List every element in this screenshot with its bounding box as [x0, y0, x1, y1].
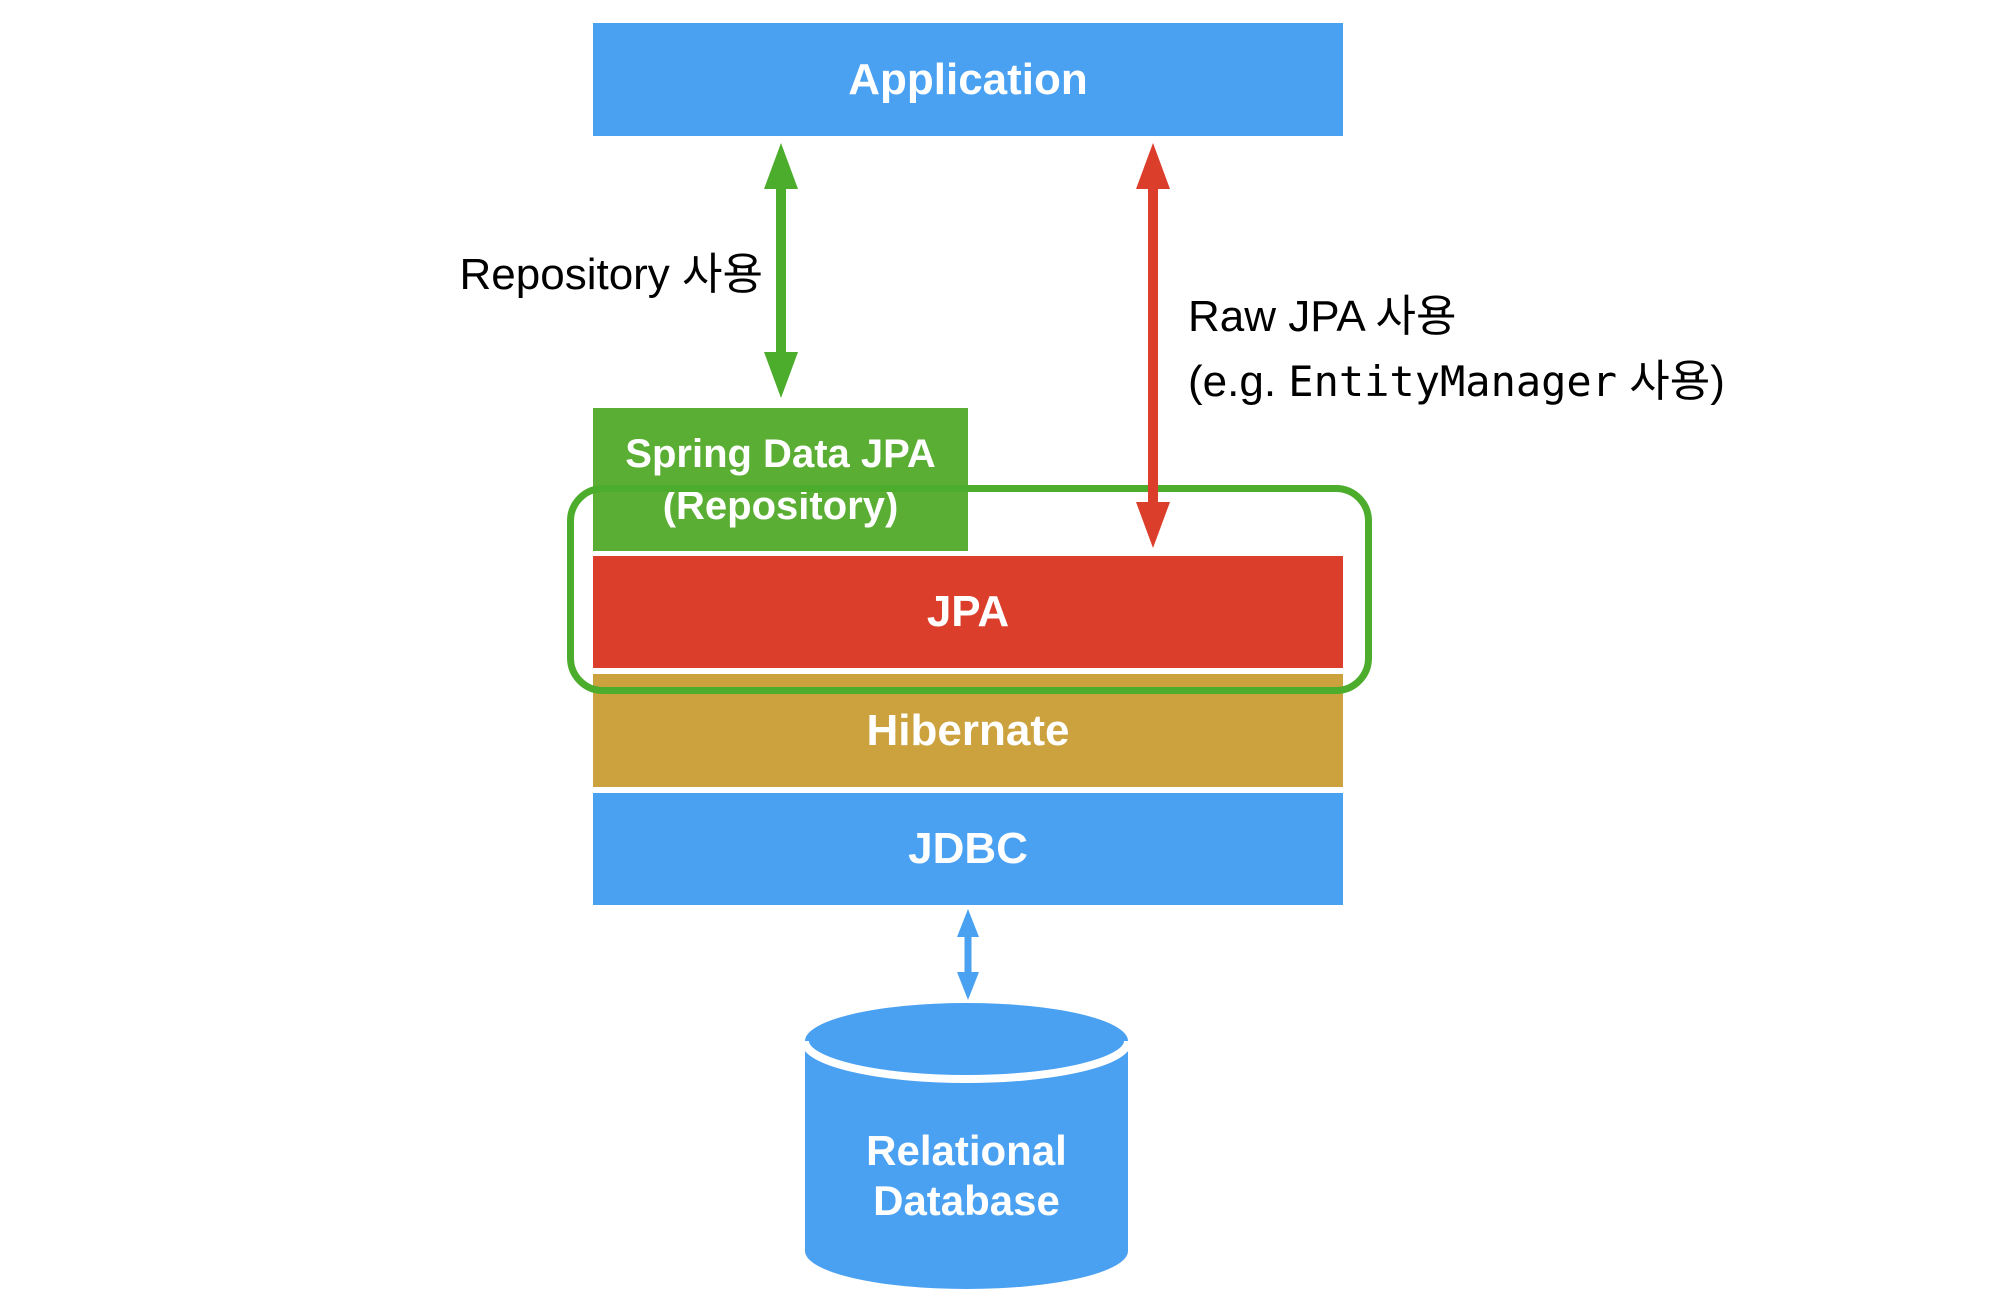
jdbc-database-arrow	[957, 909, 979, 1000]
jdbc-database-arrow-shaft	[964, 934, 972, 975]
repository-arrow	[764, 143, 798, 398]
raw-jpa-usage-detail: (e.g. EntityManager 사용)	[1188, 345, 1725, 409]
jdbc-label: JDBC	[908, 824, 1028, 873]
jpa-label: JPA	[926, 587, 1010, 636]
application-label: Application	[848, 54, 1088, 104]
spring-data-jpa-label-line1: Spring Data JPA	[625, 431, 936, 476]
database-label-line1: Relational	[866, 1127, 1067, 1174]
database-label-line2: Database	[873, 1177, 1060, 1224]
hibernate-label: Hibernate	[866, 705, 1070, 755]
repository-arrow-shaft	[776, 186, 786, 352]
database-label: Relational Database	[805, 1126, 1128, 1226]
repository-arrow-up-head-icon	[764, 143, 798, 189]
jdbc-database-arrow-up-head-icon	[957, 909, 979, 937]
spring-data-jpa-box: Spring Data JPA (Repository)	[593, 408, 968, 551]
database-cylinder-lid-separator	[801, 1040, 1132, 1083]
repository-arrow-down-head-icon	[764, 352, 798, 398]
jdbc-box: JDBC	[593, 793, 1343, 905]
application-box: Application	[593, 23, 1343, 136]
jdbc-database-arrow-down-head-icon	[957, 972, 979, 1000]
jpa-box: JPA	[593, 556, 1343, 668]
repository-usage-label: Repository 사용	[459, 250, 764, 299]
raw-jpa-usage-label: Raw JPA 사용	[1188, 292, 1457, 341]
raw-jpa-arrow-up-head-icon	[1136, 143, 1170, 189]
raw-jpa-detail-prefix: (e.g.	[1188, 357, 1289, 406]
entitymanager-code-text: EntityManager	[1288, 357, 1618, 406]
raw-jpa-detail-suffix: 사용)	[1617, 357, 1725, 406]
raw-jpa-arrow-shaft	[1148, 186, 1158, 505]
jpa-group-outline	[567, 485, 1372, 694]
